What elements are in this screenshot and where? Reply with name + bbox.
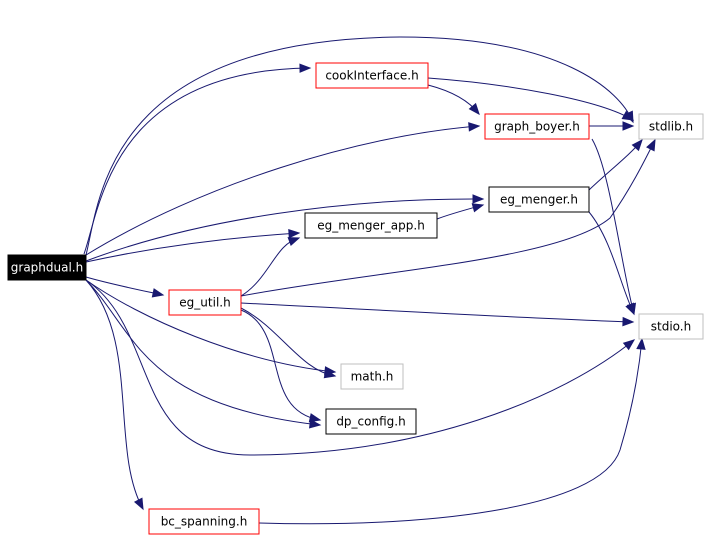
edge-graphdual-to-dpconfig bbox=[85, 279, 322, 429]
node-graphdual: graphdual.h bbox=[7, 254, 87, 281]
node-label: dp_config.h bbox=[336, 415, 405, 429]
node-menger[interactable]: eg_menger.h bbox=[488, 186, 590, 213]
node-box bbox=[148, 508, 260, 535]
node-label: stdio.h bbox=[651, 320, 691, 334]
edge-arrowhead bbox=[299, 63, 312, 73]
edge-line bbox=[85, 279, 144, 510]
edge-line bbox=[85, 279, 336, 373]
edge-cook-to-boyer bbox=[427, 84, 480, 116]
node-box bbox=[638, 313, 704, 340]
node-stdlib[interactable]: stdlib.h bbox=[638, 113, 704, 140]
node-label: stdlib.h bbox=[649, 120, 693, 134]
edge-arrowhead bbox=[468, 102, 480, 116]
edge-menger-to-stdio bbox=[588, 211, 635, 316]
edge-line bbox=[85, 198, 484, 262]
edge-arrowhead bbox=[471, 203, 485, 213]
edge-graphdual-to-mengerapp bbox=[85, 228, 301, 263]
edge-line bbox=[83, 67, 311, 255]
node-box bbox=[638, 113, 704, 140]
node-label: eg_util.h bbox=[179, 296, 230, 310]
edge-arrowhead bbox=[309, 419, 322, 429]
edge-arrowhead bbox=[622, 339, 636, 351]
node-box bbox=[340, 363, 404, 390]
edge-arrowhead bbox=[151, 288, 165, 298]
edge-spanning-to-stdio bbox=[258, 337, 646, 525]
edge-arrowhead bbox=[621, 110, 635, 121]
edge-graphdual-to-stdio bbox=[85, 279, 636, 456]
edge-graphdual-to-menger bbox=[85, 194, 485, 262]
edge-line bbox=[240, 309, 321, 421]
node-spanning[interactable]: bc_spanning.h bbox=[148, 508, 260, 535]
node-mengerapp[interactable]: eg_menger_app.h bbox=[304, 212, 438, 239]
edge-line bbox=[85, 232, 300, 263]
edge-graphdual-to-boyer bbox=[85, 122, 481, 256]
edge-arrowhead bbox=[622, 316, 635, 327]
edge-graphdual-to-cook bbox=[83, 63, 312, 255]
edge-arrowhead bbox=[323, 368, 337, 379]
node-label: bc_spanning.h bbox=[161, 515, 248, 529]
edge-cook-to-stdlib bbox=[427, 77, 635, 121]
node-stdio[interactable]: stdio.h bbox=[638, 313, 704, 340]
node-math[interactable]: math.h bbox=[340, 363, 404, 390]
node-box bbox=[488, 186, 590, 213]
edge-arrowhead bbox=[308, 413, 322, 423]
edge-line bbox=[240, 139, 656, 297]
node-box bbox=[304, 212, 438, 239]
edge-line bbox=[588, 211, 635, 315]
node-cook[interactable]: cookInterface.h bbox=[315, 62, 429, 89]
node-label: eg_menger_app.h bbox=[317, 219, 425, 233]
edge-boyer-to-stdlib bbox=[589, 121, 635, 131]
edge-line bbox=[240, 302, 634, 323]
edge-arrowhead bbox=[625, 302, 635, 316]
edge-mengerapp-to-menger bbox=[436, 203, 485, 220]
node-label: cookInterface.h bbox=[325, 69, 418, 83]
edge-line bbox=[240, 307, 336, 377]
edge-line bbox=[85, 125, 480, 256]
edge-line bbox=[427, 77, 634, 121]
edge-line bbox=[258, 338, 643, 525]
node-label: math.h bbox=[351, 370, 394, 384]
edge-util-to-stdlib bbox=[240, 138, 656, 297]
node-box bbox=[484, 113, 590, 140]
edge-util-to-mengerapp bbox=[240, 237, 301, 297]
node-util[interactable]: eg_util.h bbox=[168, 289, 242, 316]
edge-line bbox=[85, 276, 164, 296]
edge-arrowhead bbox=[133, 497, 144, 511]
node-label: graph_boyer.h bbox=[494, 120, 580, 134]
edge-arrowhead bbox=[468, 122, 481, 132]
edge-arrowhead bbox=[636, 337, 646, 350]
edges-layer bbox=[83, 36, 656, 525]
edge-line bbox=[85, 36, 634, 256]
edge-arrowhead bbox=[646, 138, 656, 152]
node-label: eg_menger.h bbox=[500, 193, 578, 207]
edge-util-to-dpconfig bbox=[240, 309, 322, 423]
edge-graphdual-to-util bbox=[85, 276, 165, 298]
node-dpconfig[interactable]: dp_config.h bbox=[325, 408, 417, 435]
edge-util-to-stdio bbox=[240, 302, 635, 327]
node-box bbox=[7, 254, 87, 281]
edge-line bbox=[588, 139, 643, 191]
edge-graphdual-to-spanning bbox=[85, 279, 144, 511]
edge-arrowhead bbox=[622, 121, 635, 131]
edge-arrowhead bbox=[288, 228, 301, 239]
edge-arrowhead bbox=[472, 194, 485, 204]
edge-line bbox=[85, 279, 321, 426]
edge-line bbox=[591, 138, 635, 315]
edge-line bbox=[85, 279, 635, 456]
edge-util-to-math bbox=[240, 307, 337, 379]
node-label: graphdual.h bbox=[11, 261, 83, 275]
node-box bbox=[325, 408, 417, 435]
edge-arrowhead bbox=[287, 237, 301, 247]
edge-arrowhead bbox=[631, 138, 643, 152]
node-boyer[interactable]: graph_boyer.h bbox=[484, 113, 590, 140]
node-box bbox=[168, 289, 242, 316]
node-box bbox=[315, 62, 429, 89]
edge-menger-to-stdlib bbox=[588, 138, 643, 191]
